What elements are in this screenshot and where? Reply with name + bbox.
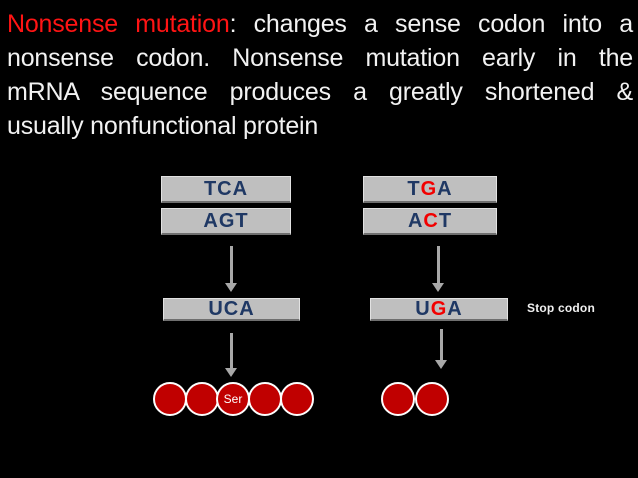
codon-letter: T bbox=[203, 177, 218, 200]
codon-letter: A bbox=[232, 177, 249, 200]
codon-letter: U bbox=[415, 297, 431, 320]
codon-letter: C bbox=[223, 297, 240, 320]
title-line-1-rest: : changes a sense codon into a bbox=[229, 10, 634, 38]
codon-letter: T bbox=[438, 209, 453, 232]
amino-acid-circle bbox=[248, 382, 282, 416]
codon-letter: T bbox=[407, 177, 421, 200]
title-line-2: nonsense codon. Nonsense mutation early … bbox=[7, 44, 633, 72]
ser-label: Ser bbox=[223, 392, 243, 406]
codon-letter: A bbox=[447, 297, 463, 320]
slide-title-paragraph: Nonsense mutation: changes a sense codon… bbox=[7, 7, 633, 143]
mutated-codon-letter: G bbox=[430, 297, 448, 320]
amino-acid-circle-ser: Ser bbox=[216, 382, 250, 416]
amino-acid-circle bbox=[415, 382, 449, 416]
codon-letter: A bbox=[437, 177, 453, 200]
amino-acid-circle bbox=[153, 382, 187, 416]
arrow-head bbox=[435, 360, 447, 369]
title-line-1: Nonsense mutation: changes a sense codon… bbox=[7, 7, 633, 41]
title-line-4: usually nonfunctional protein bbox=[7, 112, 319, 140]
arrow-shaft bbox=[229, 246, 233, 283]
mutated-codon-letter: G bbox=[420, 177, 438, 200]
down-arrow-icon bbox=[225, 333, 237, 377]
down-arrow-icon bbox=[432, 246, 444, 292]
arrow-head bbox=[225, 283, 237, 292]
amino-acid-circle bbox=[381, 382, 415, 416]
codon-letter: T bbox=[235, 209, 249, 232]
amino-acid-circle bbox=[280, 382, 314, 416]
arrow-shaft bbox=[439, 329, 443, 360]
down-arrow-icon bbox=[435, 329, 447, 369]
arrow-shaft bbox=[436, 246, 440, 283]
codon-letter: C bbox=[217, 177, 233, 200]
title-line-3: mRNA sequence produces a greatly shorten… bbox=[7, 78, 633, 106]
arrow-head bbox=[225, 368, 237, 377]
stop-codon-label: Stop codon bbox=[527, 301, 595, 315]
codon-letter: A bbox=[203, 209, 219, 232]
codon-letter: A bbox=[407, 209, 424, 232]
arrow-head bbox=[432, 283, 444, 292]
down-arrow-icon bbox=[225, 246, 237, 292]
mutated-codon-letter: C bbox=[423, 209, 439, 232]
codon-letter: A bbox=[239, 297, 255, 320]
codon-letter: U bbox=[208, 297, 224, 320]
amino-acid-circle bbox=[185, 382, 219, 416]
arrow-shaft bbox=[229, 333, 233, 368]
codon-letter: G bbox=[218, 209, 236, 232]
highlighted-term: Nonsense mutation bbox=[7, 10, 230, 38]
